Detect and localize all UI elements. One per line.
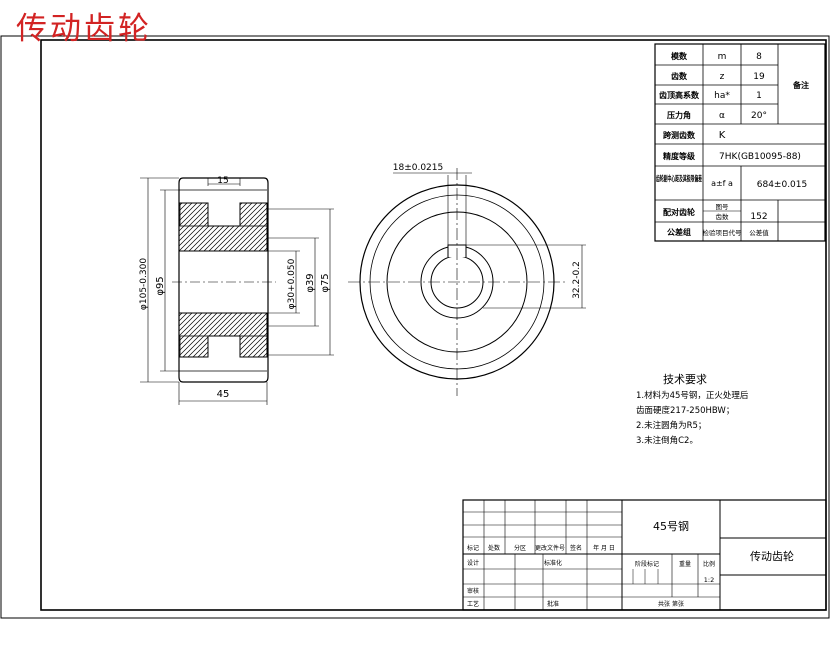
parameter-table: 模数 齿数 齿顶高系数 压力角 跨测齿数 精度等级 齿轮副中心距及其极限偏差 配… [654, 43, 826, 242]
inner-frame [40, 39, 827, 611]
label-approve: 批准 [547, 600, 559, 608]
param-name-teeth: 齿数 [671, 71, 688, 81]
param-name-center-distance: 齿轮副中心距及其极限偏差 [656, 173, 702, 183]
param-symbol-module: m [718, 52, 727, 62]
section-view [172, 177, 276, 383]
param-value-span-teeth: K [719, 130, 726, 141]
page-title: 传动齿轮 [16, 11, 152, 47]
label-stage-mark: 阶段标记 [635, 560, 659, 568]
param-value-pressure-angle: 20° [751, 111, 767, 121]
param-symbol-drawing-no: 图号 [716, 203, 730, 211]
param-value-tolerance: 公差值 [749, 228, 769, 237]
header-count: 处数 [488, 544, 500, 552]
param-symbol-pressure-angle: α [719, 111, 725, 121]
dim-tip-diameter: φ105-0.300 [139, 258, 149, 310]
label-weight: 重量 [679, 560, 691, 568]
front-view [348, 168, 568, 396]
tech-requirements: 技术要求 1.材料为45号钢，正火处理后 齿面硬度217-250HBW； 2.未… [636, 373, 749, 446]
param-symbol-teeth: z [720, 72, 725, 82]
header-zone: 分区 [514, 544, 526, 552]
header-signature: 签名 [570, 544, 582, 552]
dim-groove-width: 15 [217, 176, 228, 186]
param-name-pressure-angle: 压力角 [667, 110, 691, 120]
label-review: 审核 [467, 587, 479, 595]
param-value-module: 8 [756, 52, 762, 62]
param-symbol-addendum: ha* [714, 91, 730, 101]
label-scale: 比例 [703, 560, 715, 568]
param-value-addendum: 1 [756, 91, 762, 101]
tech-item-4: 3.未注倒角C2。 [636, 435, 698, 446]
outer-frame [0, 35, 830, 619]
tech-item-3: 2.未注圆角为R5； [636, 420, 706, 431]
param-value-mating-teeth: 152 [750, 212, 767, 222]
dim-d75: φ75 [320, 273, 331, 292]
label-sheets: 共张 第张 [658, 600, 684, 608]
param-value-center-distance: 684±0.015 [757, 180, 807, 190]
tech-item-2: 齿面硬度217-250HBW； [636, 405, 734, 416]
header-date: 年 月 日 [593, 544, 615, 552]
param-name-tolerance-group: 公差组 [667, 227, 691, 237]
dim-keyway-depth: 32.2-0.2 [572, 261, 582, 299]
dim-bore: φ30+0.050 [287, 258, 297, 309]
dim-keyway-width: 18±0.0215 [393, 163, 443, 173]
tech-item-1: 1.材料为45号钢，正火处理后 [636, 390, 749, 401]
label-process: 工艺 [467, 600, 479, 608]
label-design: 设计 [467, 559, 479, 567]
section-dimensions: 15 45 φ105-0.300 φ95 φ30+0.050 φ39 φ75 [139, 176, 334, 405]
label-standardize: 标准化 [544, 559, 562, 567]
param-remark: 备注 [792, 80, 809, 90]
param-name-module: 模数 [671, 51, 688, 61]
param-name-precision: 精度等级 [663, 151, 696, 161]
title-block: 45号钢 传动齿轮 标记 处数 分区 更改文件号 签名 年 月 日 设计 标准化… [462, 499, 827, 611]
value-scale: 1:2 [704, 576, 714, 584]
dim-hub-width: 45 [217, 389, 230, 400]
param-name-addendum: 齿顶高系数 [659, 90, 700, 100]
param-symbol-center-distance: a±f a [711, 179, 733, 188]
param-value-precision: 7HK(GB10095-88) [719, 152, 801, 162]
dim-d39: φ39 [305, 273, 316, 292]
param-name-mating-gear: 配对齿轮 [663, 207, 695, 217]
param-name-span-teeth: 跨测齿数 [663, 130, 696, 140]
tech-title: 技术要求 [663, 373, 707, 386]
front-dimensions: 18±0.0215 32.2-0.2 [393, 163, 586, 309]
title-part-name: 传动齿轮 [750, 549, 794, 563]
header-mark: 标记 [467, 544, 479, 552]
param-value-teeth: 19 [753, 72, 765, 82]
title-material: 45号钢 [653, 520, 689, 533]
header-change-doc: 更改文件号 [535, 544, 565, 552]
param-symbol-teeth-count: 齿数 [716, 212, 730, 221]
dim-d95: φ95 [155, 276, 166, 295]
param-symbol-inspection-code: 检验项目代号 [703, 228, 743, 237]
